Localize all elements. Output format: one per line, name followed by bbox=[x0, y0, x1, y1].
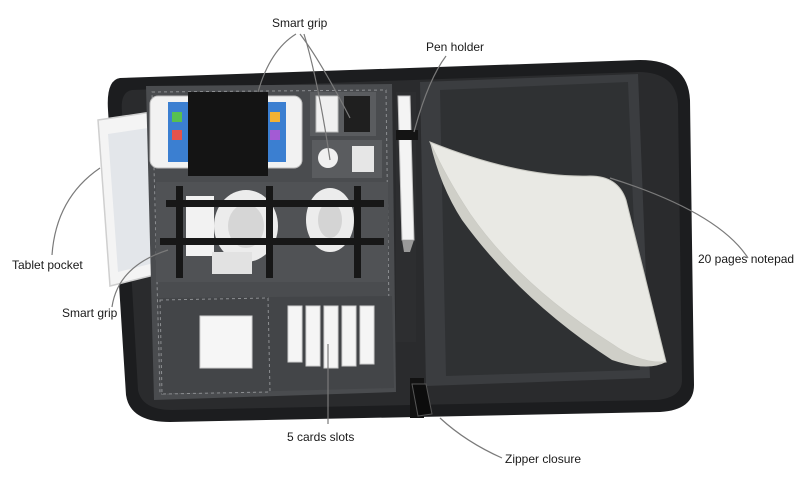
leader-notepad bbox=[609, 177, 749, 259]
zipper-pull bbox=[411, 383, 433, 417]
cable-organizer bbox=[156, 182, 388, 282]
callout-smart-grip-left: Smart grip bbox=[62, 306, 118, 320]
leader-tablet-pocket bbox=[51, 167, 101, 256]
callout-card-slots: 5 cards slots bbox=[287, 430, 355, 444]
callout-smart-grip-top: Smart grip bbox=[272, 16, 328, 30]
leader-smart-grip-top-c bbox=[303, 33, 331, 161]
callout-tablet-pocket: Tablet pocket bbox=[12, 258, 83, 272]
elastic-strap-phone bbox=[188, 92, 268, 176]
leader-smart-grip-top-a bbox=[257, 33, 297, 93]
leader-pen-holder bbox=[413, 55, 447, 133]
callout-pen-holder: Pen holder bbox=[426, 40, 485, 54]
leader-lines bbox=[51, 33, 749, 459]
leader-zipper bbox=[439, 417, 503, 459]
pen bbox=[396, 92, 418, 342]
card-pocket-section bbox=[158, 296, 394, 395]
charger-plugs bbox=[310, 92, 382, 178]
callout-notepad: 20 pages notepad bbox=[698, 252, 795, 266]
callout-zipper: Zipper closure bbox=[505, 452, 582, 466]
leader-smart-grip-top-b bbox=[299, 33, 351, 119]
leader-smart-grip-left bbox=[111, 249, 169, 308]
